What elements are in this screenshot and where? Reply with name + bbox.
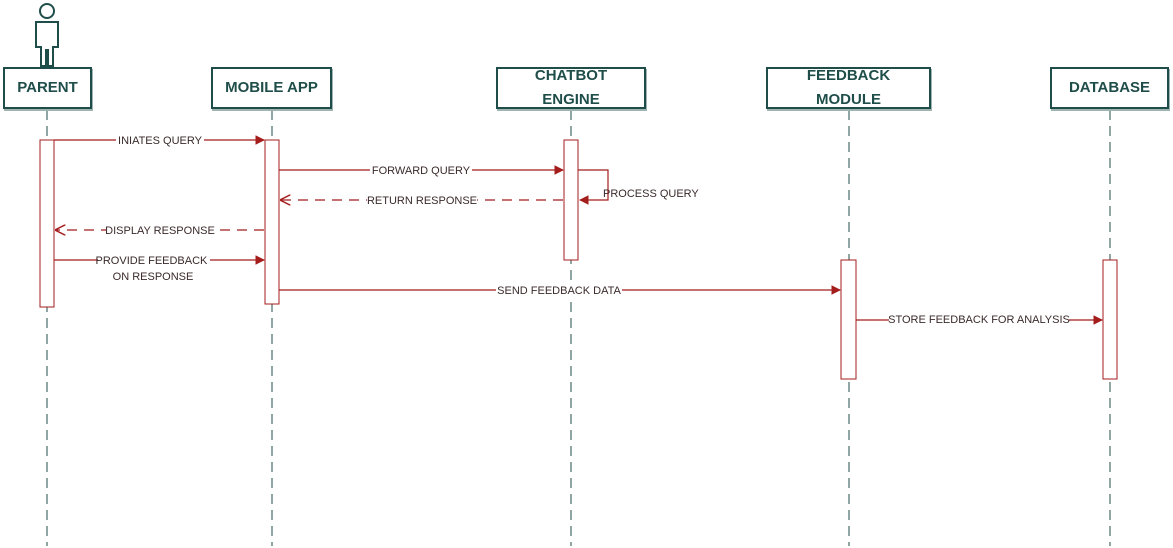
message-label: FORWARD QUERY	[372, 165, 471, 177]
participant-database: DATABASE	[1050, 67, 1169, 109]
participant-chatbot-engine: CHATBOT ENGINE	[496, 67, 646, 109]
message-send-feedback-data: SEND FEEDBACK DATA	[279, 284, 841, 297]
participant-feedback-module: FEEDBACK MODULE	[766, 67, 931, 109]
message-label: STORE FEEDBACK FOR ANALYSIS	[888, 314, 1070, 326]
participant-parent: PARENT	[3, 67, 92, 109]
message-store-feedback: STORE FEEDBACK FOR ANALYSIS	[856, 313, 1103, 326]
activation-bar-database	[1102, 259, 1118, 380]
message-label: PROCESS QUERY	[603, 188, 699, 200]
activation-bar-parent	[39, 139, 55, 308]
activation-bar-mobile-app	[264, 139, 280, 305]
activation-bar-feedback-module	[840, 259, 857, 380]
message-initiates-query: INIATES QUERY	[54, 134, 265, 147]
participant-mobile-app: MOBILE APP	[211, 67, 332, 109]
activation-bar-chatbot-engine	[563, 139, 579, 261]
message-display-response: DISPLAY RESPONSE	[56, 224, 264, 237]
participant-label: MOBILE APP	[225, 79, 318, 96]
participant-label: CHATBOT ENGINE	[534, 67, 608, 108]
message-label: DISPLAY RESPONSE	[105, 225, 215, 237]
person-icon	[35, 3, 59, 67]
message-provide-feedback: PROVIDE FEEDBACK ON RESPONSE	[54, 253, 265, 283]
participant-label: DATABASE	[1068, 79, 1151, 96]
message-forward-query: FORWARD QUERY	[279, 164, 564, 177]
message-label: RETURN RESPONSE	[367, 195, 477, 207]
message-process-query: PROCESS QUERY	[578, 169, 699, 205]
participant-label: PARENT	[17, 79, 78, 96]
message-label: INIATES QUERY	[118, 135, 203, 147]
participant-label: FEEDBACK MODULE	[806, 67, 891, 108]
message-label: SEND FEEDBACK DATA	[497, 285, 621, 297]
message-label: PROVIDE FEEDBACK ON RESPONSE	[96, 255, 211, 283]
message-return-response: RETURN RESPONSE	[281, 194, 563, 207]
